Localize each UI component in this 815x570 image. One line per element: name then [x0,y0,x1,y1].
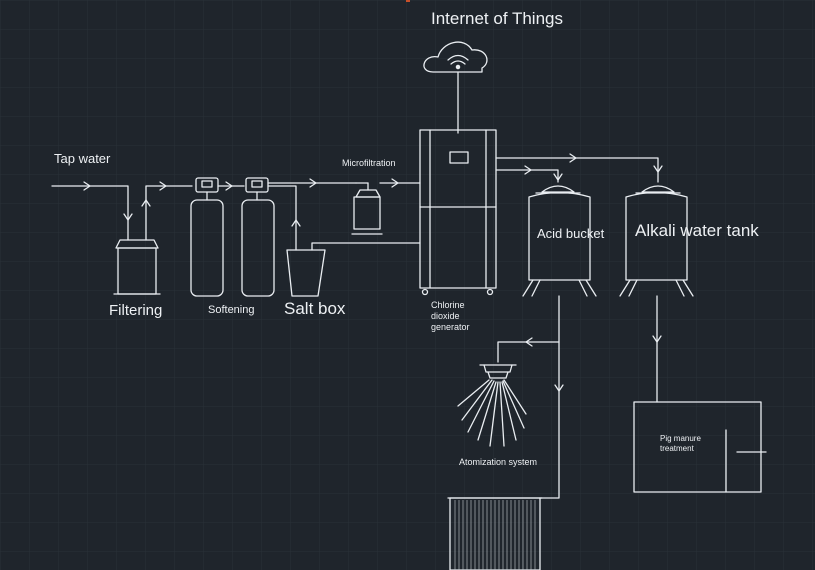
alkali-water-tank [619,185,694,297]
label-chlorine-line1: Chlorine [431,300,465,310]
label-pig-manure-line1: Pig manure [660,434,701,443]
pipe-to-tanks [495,153,663,183]
label-salt-box: Salt box [284,299,346,318]
pipe-alkali-outflow [652,295,662,403]
atomization-nozzle [457,364,527,447]
label-pig-manure: Pig manure treatment [660,434,701,454]
label-pig-manure-line2: treatment [660,444,694,453]
label-chlorine-generator: Chlorine dioxide generator [431,300,470,333]
label-acid-bucket: Acid bucket [537,226,605,241]
salt-box-unit [267,178,421,297]
label-iot: Internet of Things [431,9,563,28]
label-tap-water: Tap water [54,151,111,166]
filtering-unit [113,239,161,295]
label-softening: Softening [208,304,255,316]
pig-manure-treatment [633,401,767,493]
pipe-tap-water [51,181,193,241]
cloud-wifi-icon [423,41,488,73]
pipe-acid-outflow [497,295,564,499]
label-chlorine-line3: generator [431,322,470,332]
microfiltration-unit [351,178,421,235]
chlorine-generator [419,129,497,296]
label-chlorine-line2: dioxide [431,311,460,321]
acid-bucket [522,185,597,297]
label-microfiltration: Microfiltration [342,158,396,168]
softening-unit [190,177,275,297]
label-filtering: Filtering [109,302,163,319]
top-accent-mark [406,0,410,2]
container-stripes [454,500,536,570]
label-atomization: Atomization system [459,457,538,467]
label-alkali-tank: Alkali water tank [635,221,759,240]
bottom-container [447,497,543,570]
